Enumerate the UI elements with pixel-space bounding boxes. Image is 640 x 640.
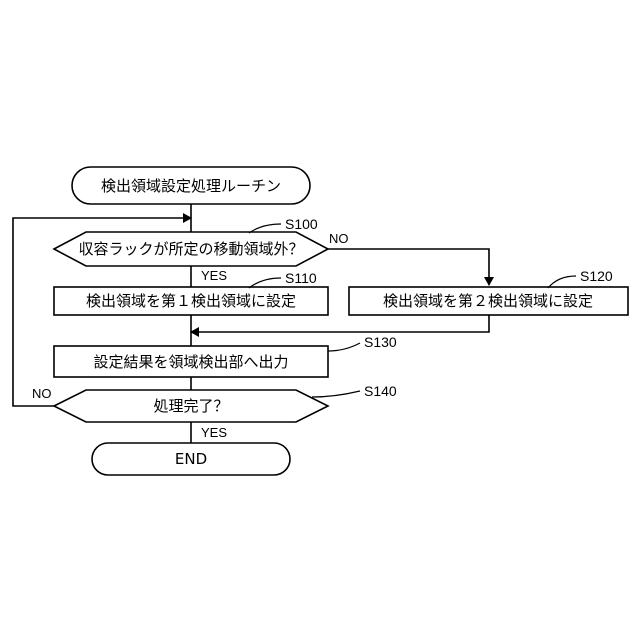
end-terminal-label: END <box>175 450 207 468</box>
start-terminal-label: 検出領域設定処理ルーチン <box>101 177 281 195</box>
process-s120: 検出領域を第２検出領域に設定 <box>349 287 628 315</box>
process-s110-label: 検出領域を第１検出領域に設定 <box>86 292 296 310</box>
process-s130: 設定結果を領域検出部へ出力 <box>54 346 328 377</box>
step-label-s100: S100 <box>285 216 318 232</box>
decision-s100: 収容ラックが所定の移動領域外？ <box>54 232 328 266</box>
step-label-s130: S130 <box>364 334 397 350</box>
step-leader-s140 <box>312 391 360 397</box>
process-s130-label: 設定結果を領域検出部へ出力 <box>93 353 288 371</box>
process-s120-label: 検出領域を第２検出領域に設定 <box>383 292 593 310</box>
decision-s140: 処理完了？ <box>54 390 328 422</box>
edge-label-s140-no: NO <box>32 386 52 401</box>
connector-s100-no <box>328 249 489 285</box>
decision-s100-label: 収容ラックが所定の移動領域外？ <box>78 240 303 258</box>
step-label-s140: S140 <box>364 383 397 399</box>
end-terminal: END <box>92 443 290 475</box>
step-label-s120: S120 <box>580 268 613 284</box>
edge-label-s140-yes: YES <box>201 425 227 440</box>
edge-label-s100-yes: YES <box>201 268 227 283</box>
connector-s120-merge <box>191 315 489 332</box>
process-s110: 検出領域を第１検出領域に設定 <box>54 287 328 315</box>
step-label-s110: S110 <box>285 270 317 286</box>
decision-s140-label: 処理完了？ <box>153 397 228 415</box>
step-leader-s130 <box>328 343 360 351</box>
edge-label-s100-no: NO <box>329 231 349 246</box>
start-terminal: 検出領域設定処理ルーチン <box>72 167 310 204</box>
